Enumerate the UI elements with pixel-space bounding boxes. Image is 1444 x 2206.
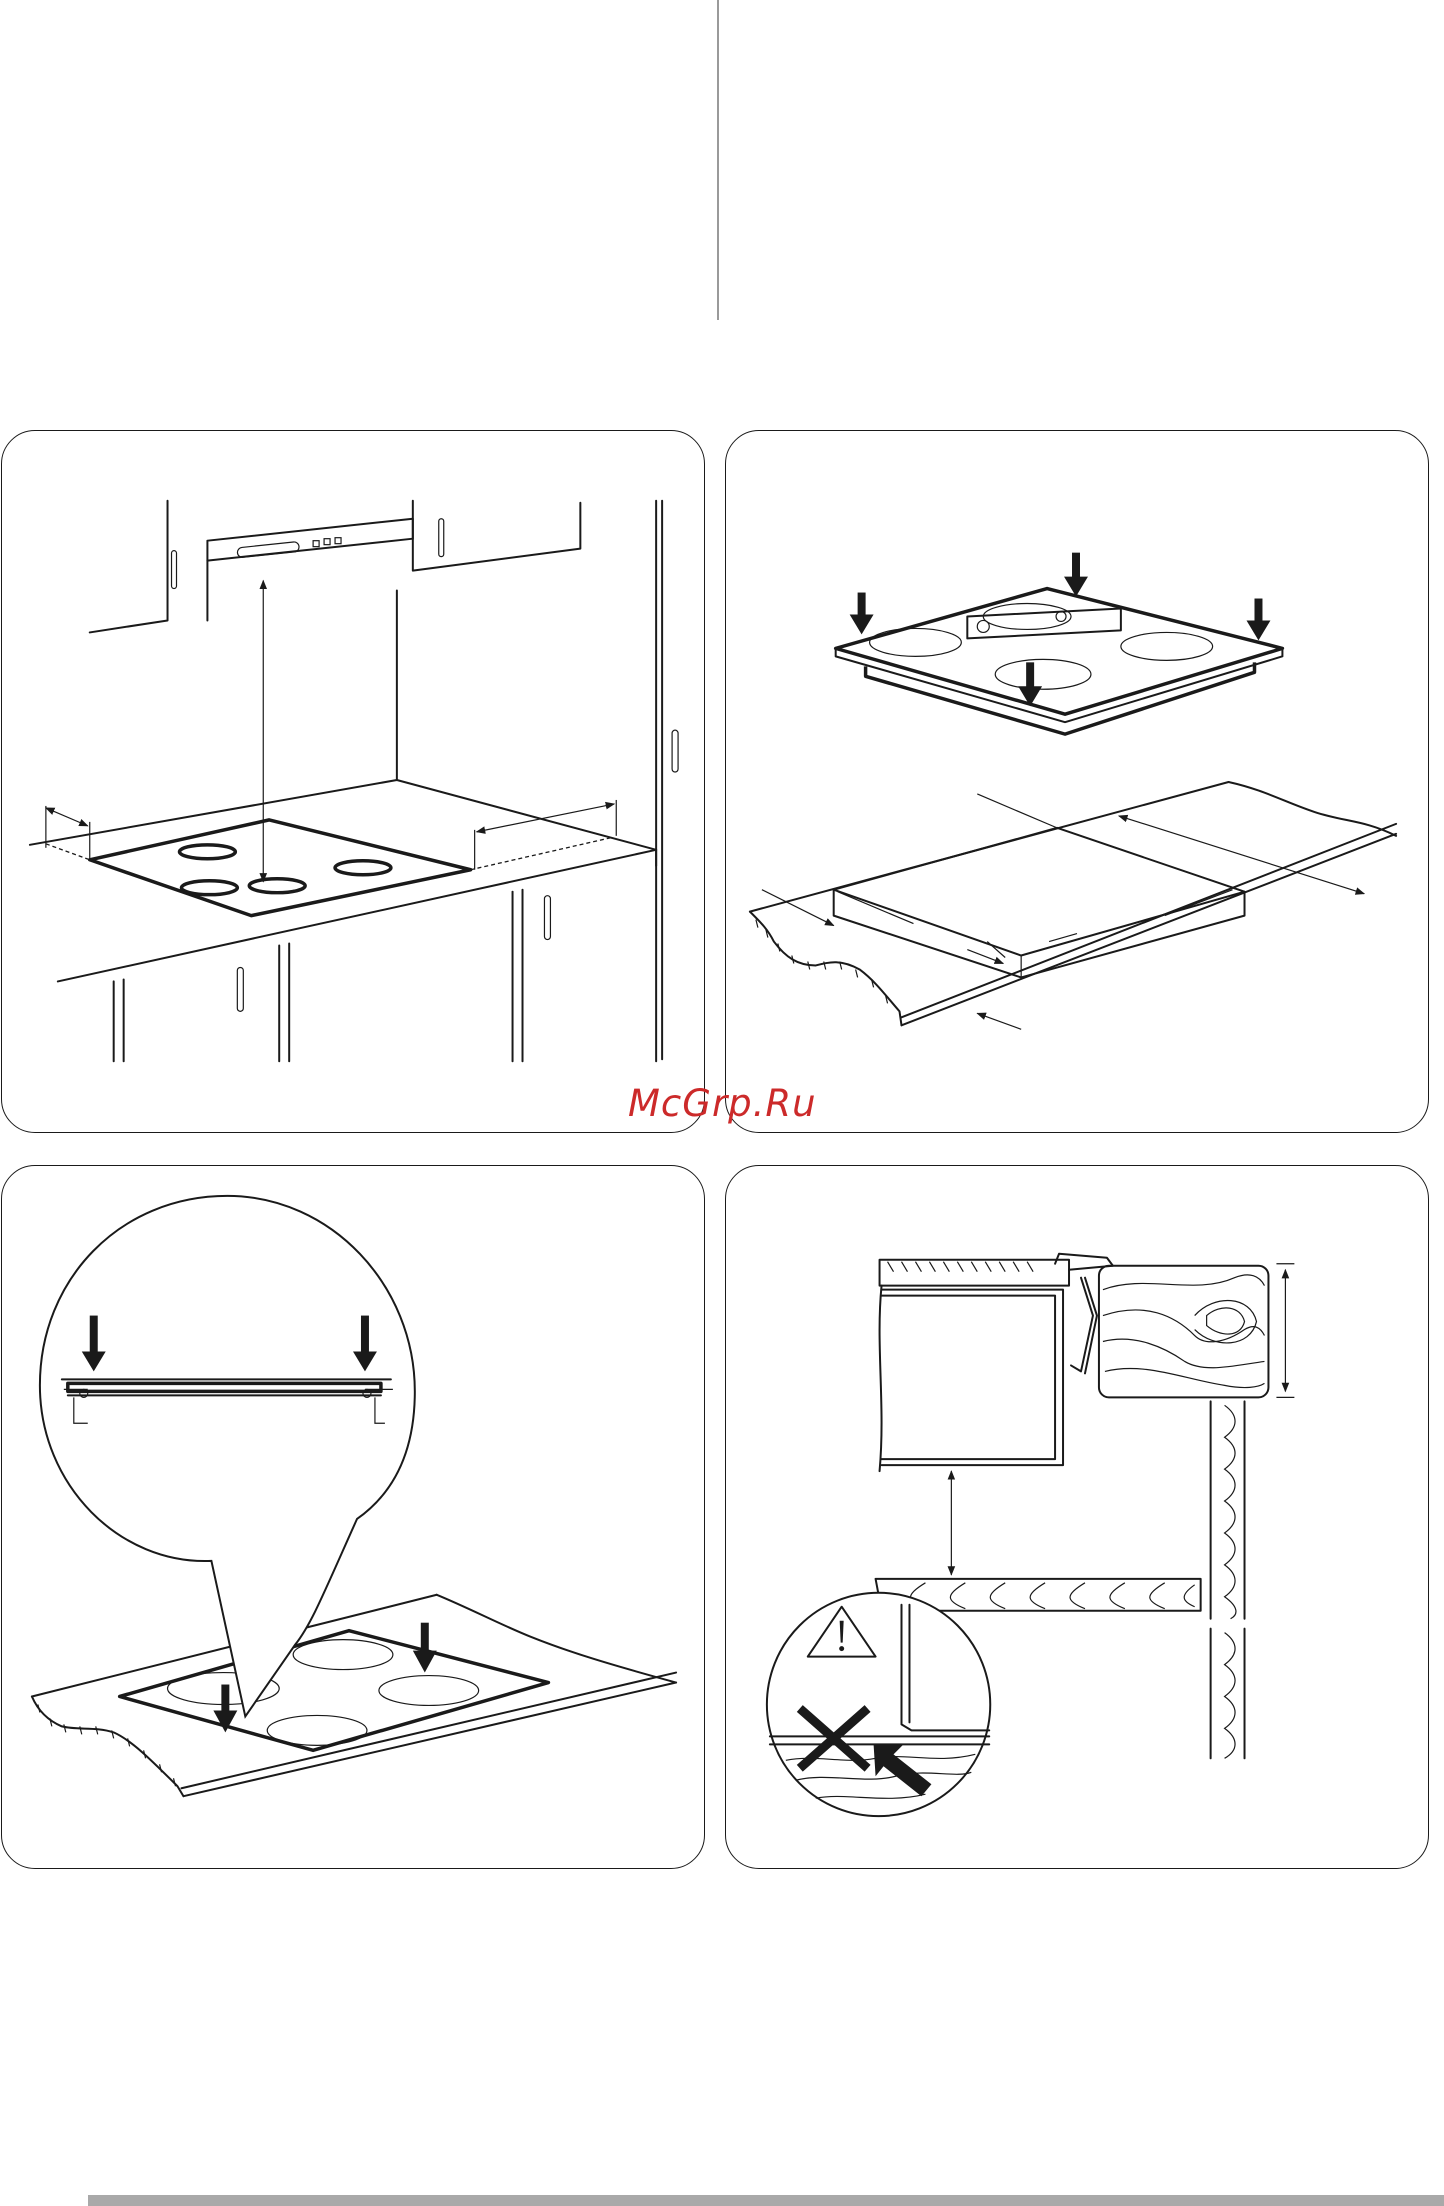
hob-icon bbox=[836, 589, 1283, 735]
magnifier-callout-icon bbox=[40, 1196, 415, 1717]
worktop-section-icon bbox=[1099, 1264, 1294, 1398]
column-divider bbox=[717, 0, 719, 320]
hob-icon bbox=[90, 820, 471, 916]
cabinet-side-icon bbox=[1211, 1401, 1245, 1758]
figure-cutout-dimensions bbox=[725, 430, 1429, 1133]
cutout-dimensions-drawing bbox=[726, 431, 1428, 1132]
footer-bar bbox=[88, 2195, 1444, 2206]
wall-cabinet-icon bbox=[90, 501, 581, 633]
worktop-icon bbox=[30, 780, 656, 1061]
hob-section-icon bbox=[880, 1254, 1113, 1471]
warning-callout bbox=[767, 1593, 990, 1816]
figure-under-hob-clearance bbox=[725, 1165, 1429, 1869]
figure-hood-clearance bbox=[1, 430, 705, 1133]
hob-icon bbox=[120, 1631, 549, 1751]
cooker-hood-icon bbox=[207, 519, 412, 621]
worktop-cutout-icon bbox=[750, 782, 1396, 1025]
figure-seal-placement bbox=[1, 1165, 705, 1869]
watermark: McGrp.Ru bbox=[628, 1082, 817, 1125]
under-hob-clearance-drawing bbox=[726, 1166, 1428, 1868]
seal-placement-drawing bbox=[2, 1166, 704, 1868]
hood-clearance-drawing bbox=[2, 431, 704, 1132]
